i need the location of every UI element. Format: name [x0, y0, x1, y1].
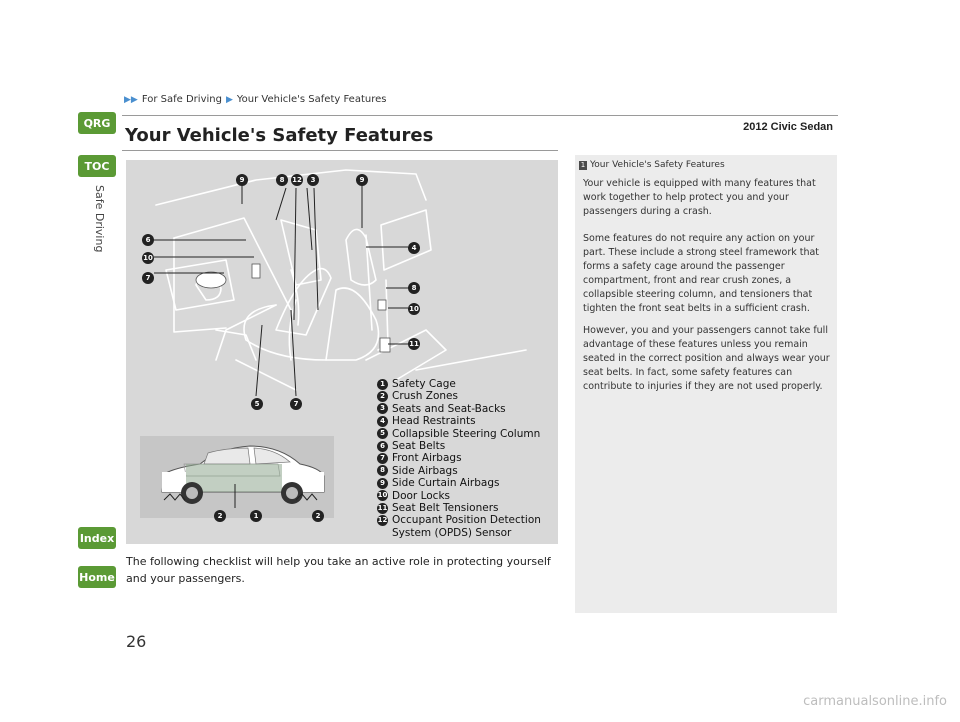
legend-label: Crush Zones: [392, 390, 458, 402]
breadcrumb: ▶▶ For Safe Driving ▶ Your Vehicle's Saf…: [124, 94, 386, 105]
callout-2-right: 2: [312, 510, 324, 522]
note-heading: 1 Your Vehicle's Safety Features: [579, 160, 725, 170]
callout-7-left: 7: [142, 272, 154, 284]
legend-number: 10: [377, 490, 388, 501]
breadcrumb-item-current[interactable]: Your Vehicle's Safety Features: [237, 94, 387, 105]
legend-number: 6: [377, 441, 388, 452]
legend-number: 2: [377, 391, 388, 402]
breadcrumb-item-for-safe-driving[interactable]: For Safe Driving: [142, 94, 222, 105]
legend-item: 4 Head Restraints: [377, 415, 542, 427]
legend-item: 2 Crush Zones: [377, 390, 542, 402]
features-legend: 1 Safety Cage 2 Crush Zones 3 Seats and Sea…: [377, 378, 542, 539]
safety-features-figure: 9 8 12 3 9 6 10 7 4 8 10 11 5 7 2 1 2 1: [126, 160, 558, 544]
note-number: 1: [579, 161, 587, 170]
callout-10-left: 10: [142, 252, 154, 264]
legend-item: 1 Safety Cage: [377, 378, 542, 390]
note-heading-text: Your Vehicle's Safety Features: [590, 160, 725, 170]
callout-9-right: 9: [356, 174, 368, 186]
home-button[interactable]: Home: [78, 566, 116, 588]
legend-item: 10 Door Locks: [377, 490, 542, 502]
section-label: Safe Driving: [93, 185, 106, 252]
callout-5: 5: [251, 398, 263, 410]
body-paragraph: The following checklist will help you ta…: [126, 553, 558, 587]
legend-label: Seats and Seat-Backs: [392, 403, 506, 415]
legend-number: 3: [377, 403, 388, 414]
qrg-button[interactable]: QRG: [78, 112, 116, 134]
callout-2-left: 2: [214, 510, 226, 522]
callout-3: 3: [307, 174, 319, 186]
breadcrumb-arrow-icon: ▶▶: [124, 95, 138, 105]
legend-number: 4: [377, 416, 388, 427]
car-side-view-panel: [140, 436, 334, 518]
note-paragraph-3: However, you and your passengers cannot …: [583, 324, 833, 394]
legend-label: Front Airbags: [392, 452, 462, 464]
toc-button[interactable]: TOC: [78, 155, 116, 177]
legend-number: 12: [377, 515, 388, 526]
legend-label: Seat Belts: [392, 440, 445, 452]
legend-number: 9: [377, 478, 388, 489]
legend-label: Head Restraints: [392, 415, 476, 427]
legend-item: 9 Side Curtain Airbags: [377, 477, 542, 489]
page-title: Your Vehicle's Safety Features: [125, 125, 433, 146]
title-divider: [122, 150, 558, 151]
legend-label: Side Curtain Airbags: [392, 477, 499, 489]
legend-item: 6 Seat Belts: [377, 440, 542, 452]
callout-7-bottom: 7: [290, 398, 302, 410]
legend-item: 7 Front Airbags: [377, 452, 542, 464]
model-label: 2012 Civic Sedan: [743, 121, 833, 133]
legend-number: 1: [377, 379, 388, 390]
watermark: carmanualsonline.info: [803, 694, 947, 709]
legend-number: 7: [377, 453, 388, 464]
callout-12: 12: [291, 174, 303, 186]
note-paragraph-1: Your vehicle is equipped with many featu…: [583, 177, 833, 219]
breadcrumb-arrow-icon: ▶: [226, 95, 233, 105]
page-number: 26: [126, 632, 146, 651]
legend-label: Door Locks: [392, 490, 450, 502]
header-divider: [122, 115, 838, 116]
callout-8: 8: [276, 174, 288, 186]
legend-number: 11: [377, 503, 388, 514]
legend-number: 5: [377, 428, 388, 439]
legend-item: 11 Seat Belt Tensioners: [377, 502, 542, 514]
legend-item: 12 Occupant Position Detection System (OP…: [377, 514, 542, 539]
callout-6: 6: [142, 234, 154, 246]
legend-label: Side Airbags: [392, 465, 458, 477]
callout-8-right: 8: [408, 282, 420, 294]
legend-item: 3 Seats and Seat-Backs: [377, 403, 542, 415]
legend-item: 8 Side Airbags: [377, 465, 542, 477]
legend-label: Seat Belt Tensioners: [392, 502, 499, 514]
side-note: 1 Your Vehicle's Safety Features Your ve…: [575, 155, 837, 613]
callout-11: 11: [408, 338, 420, 350]
note-paragraph-2: Some features do not require any action …: [583, 232, 833, 316]
legend-number: 8: [377, 465, 388, 476]
legend-label: Collapsible Steering Column: [392, 428, 540, 440]
callout-1: 1: [250, 510, 262, 522]
legend-label: Safety Cage: [392, 378, 456, 390]
legend-label: Occupant Position Detection System (OPDS…: [392, 514, 542, 539]
legend-item: 5 Collapsible Steering Column: [377, 428, 542, 440]
callout-9-curtain: 9: [236, 174, 248, 186]
car-side-view-illustration: [140, 436, 334, 518]
index-button[interactable]: Index: [78, 527, 116, 549]
callout-10-right: 10: [408, 303, 420, 315]
callout-4: 4: [408, 242, 420, 254]
